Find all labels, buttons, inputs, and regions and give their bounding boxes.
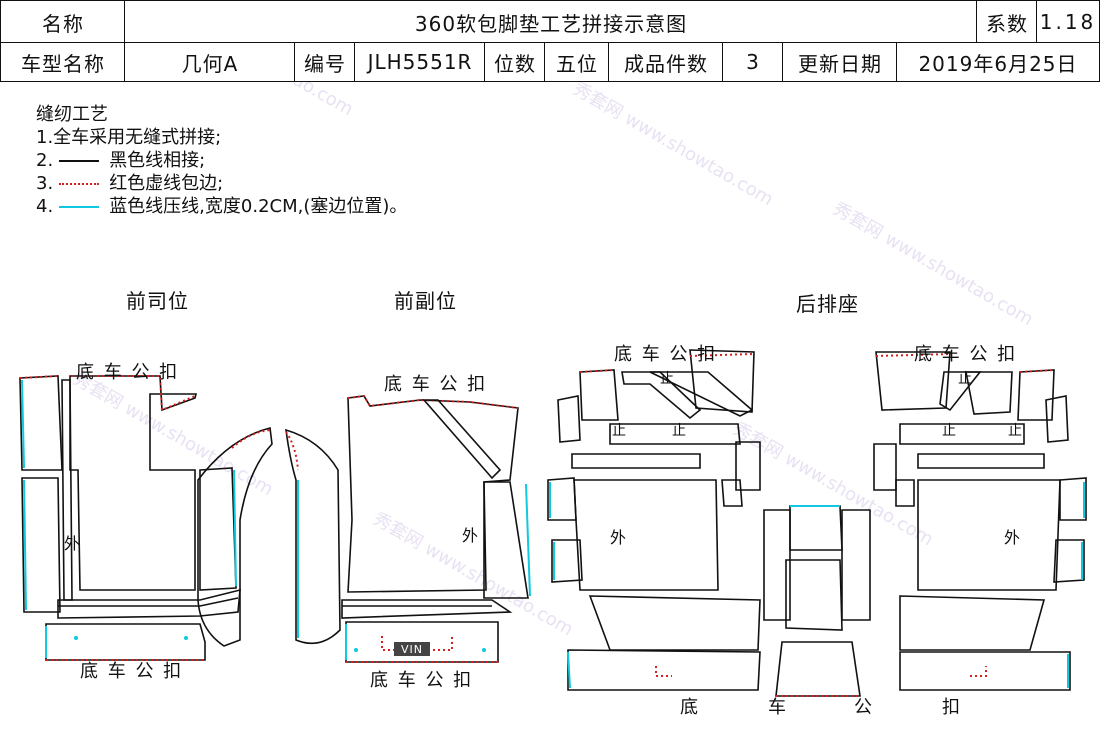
rear-floor-right (899, 595, 1046, 651)
driver-left-lower (21, 477, 61, 613)
note-item-4: 4.蓝色线压线,宽度0.2CM,(塞边位置)。 (36, 196, 408, 217)
code-value: JLH5551R (354, 42, 486, 82)
coef-value: 1.18 (1036, 0, 1100, 44)
seats-label: 位数 (484, 42, 546, 82)
rear-top-right (1017, 369, 1055, 421)
rear-right-panel (917, 479, 1061, 591)
notes-title: 缝纫工艺 (36, 104, 108, 125)
cyan-line-legend (59, 205, 100, 208)
section-driver: 前司位 (126, 289, 189, 313)
driver-left-upper (19, 375, 63, 471)
note-item-2: 2.黑色线相接; (36, 150, 206, 171)
coef-label: 系数 (976, 0, 1038, 44)
rear-stop-label-6: 止 (1008, 423, 1024, 439)
sewing-notes: 缝纫工艺 1.全车采用无缝式拼接; 2.黑色线相接; 3.红色虚线包边; 4.蓝… (36, 103, 407, 218)
red-dotted-legend (59, 182, 100, 185)
driver-rail (57, 588, 241, 619)
rear-left-outer-label: 外 (610, 528, 629, 547)
passenger-main (347, 395, 519, 593)
rear-center-tunnel (789, 505, 843, 551)
note-item-1: 1.全车采用无缝式拼接; (36, 127, 222, 148)
rear-top-center (689, 349, 755, 413)
rear-bottom-label-1: 底 (680, 697, 700, 718)
driver-side-panel (197, 427, 341, 647)
section-rear: 后排座 (796, 292, 859, 316)
model-value: 几何A (124, 42, 296, 82)
driver-side (199, 467, 237, 591)
rear-pattern (547, 349, 1087, 697)
passenger-outer-label: 外 (462, 526, 481, 545)
rear-right-outer-label: 外 (1004, 528, 1023, 547)
rear-floor-center (775, 641, 861, 697)
code-label: 编号 (294, 42, 356, 82)
header-table: 名称 360软包脚垫工艺拼接示意图 系数 1.18 车型名称 几何A 编号 JL… (0, 0, 1100, 82)
rear-stop-label-5: 止 (942, 423, 958, 439)
passenger-side-panel (285, 428, 341, 645)
rear-stop-label-2: 止 (612, 423, 628, 439)
rear-stop-label-4: 止 (958, 371, 974, 387)
vin-badge: VIN (394, 642, 430, 656)
rear-floor-left (588, 595, 761, 651)
rear-top-left (579, 369, 619, 421)
passenger-pattern (341, 394, 531, 663)
date-label: 更新日期 (782, 42, 898, 82)
driver-outer-label: 外 (64, 534, 83, 553)
section-passenger: 前副位 (394, 289, 457, 313)
passenger-rail (341, 599, 513, 619)
note-item-3: 3.红色虚线包边; (36, 173, 224, 194)
name-label: 名称 (0, 0, 126, 44)
passenger-bottom-clip-label: 底 车 公 扣 (370, 670, 474, 691)
rear-stop-label-3: 止 (672, 423, 688, 439)
model-label: 车型名称 (0, 42, 126, 82)
rear-bottom-label-4: 扣 (942, 697, 962, 718)
driver-top-clip-label: 底 车 公 扣 (76, 362, 180, 383)
rear-left-panel (573, 479, 719, 591)
rear-right-clip-label: 底 车 公 扣 (914, 344, 1018, 365)
rear-stop-label-1: 止 (660, 371, 676, 387)
rear-bottom-label-2: 车 (768, 697, 788, 718)
passenger-diagonal (422, 399, 502, 480)
driver-strip (61, 379, 73, 601)
driver-pattern (19, 375, 241, 661)
driver-lower (45, 623, 206, 661)
black-line-legend (59, 159, 100, 162)
passenger-top-clip-label: 底 车 公 扣 (384, 374, 488, 395)
driver-main (69, 375, 198, 591)
driver-bottom-clip-label: 底 车 公 扣 (80, 661, 184, 682)
seats-value: 五位 (544, 42, 610, 82)
rear-bottom-label-3: 公 (854, 697, 874, 718)
rear-left-clip-label: 底 车 公 扣 (614, 344, 718, 365)
date-value: 2019年6月25日 (896, 42, 1100, 82)
